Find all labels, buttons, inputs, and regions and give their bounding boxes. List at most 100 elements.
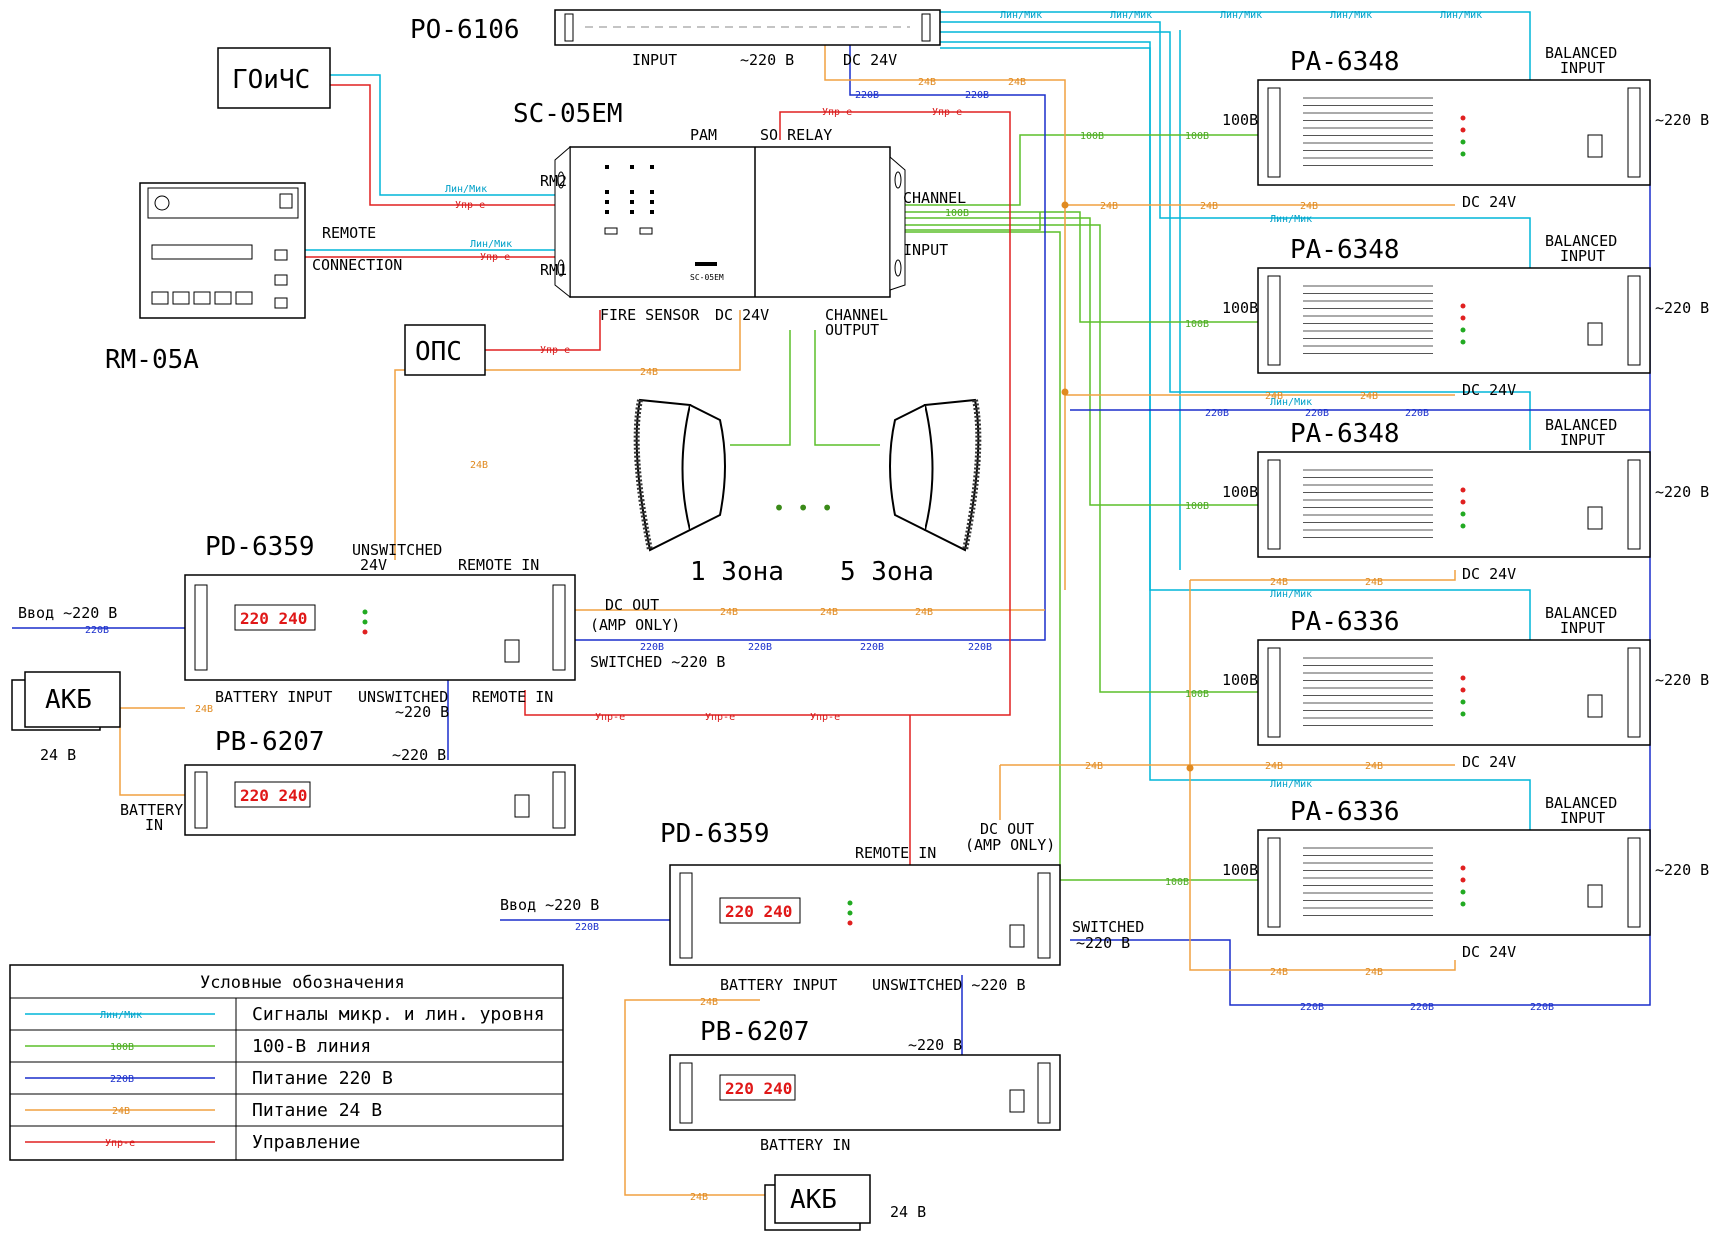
wire-label-power24: 24В	[1270, 967, 1288, 978]
amplifier-dc-port: DC 24V	[1462, 565, 1516, 583]
amplifier-led	[1460, 151, 1466, 157]
pd-6359-2-dc-out-port: DC OUT	[980, 820, 1034, 838]
amplifier-led	[1460, 127, 1466, 133]
akb-1-label: АКБ	[45, 685, 92, 715]
wire-label-line100: 100В	[1185, 689, 1209, 700]
line100-wires	[730, 134, 1260, 881]
pd-6359-1-unit[interactable]	[184, 574, 576, 681]
amplifier-led	[1460, 901, 1466, 907]
wire-label-power24: 24В	[915, 607, 933, 618]
pd-6359-2-battery-input-port: BATTERY INPUT	[720, 976, 837, 994]
amplifier-5[interactable]	[1257, 829, 1651, 936]
amplifier-handle-left	[1267, 647, 1281, 738]
pd-6359-2-unit[interactable]	[669, 864, 1061, 966]
wire-label-signal: Лин/Мик	[445, 184, 487, 195]
amplifier-handle-right	[1627, 275, 1641, 366]
po-6106-unit[interactable]	[554, 9, 941, 46]
legend-sample-line100: 100В	[110, 1042, 134, 1053]
amplifier-led	[1460, 865, 1466, 871]
control-wires	[305, 84, 1011, 865]
amplifier-title: PA-6336	[1290, 607, 1400, 637]
sc-05em-dc-port: DC 24V	[715, 306, 769, 324]
pd-6359-1-display: 220 240	[240, 609, 307, 628]
sc-05em-badge: SC-05EM	[690, 273, 724, 282]
pd-6359-2-amp-only-port: (AMP ONLY)	[965, 836, 1055, 854]
amplifier-title: PA-6348	[1290, 235, 1400, 265]
sc-05em-channel-port: CHANNEL	[903, 189, 966, 207]
rm-05a-unit[interactable]	[139, 182, 306, 319]
amplifier-led	[1460, 315, 1466, 321]
amplifier-2[interactable]	[1257, 267, 1651, 374]
wire-label-power220: 220В	[1305, 408, 1329, 419]
legend-text-power220: Питание 220 В	[252, 1068, 393, 1089]
akb-1-box[interactable]	[11, 671, 121, 731]
wire-label-power220: 220В	[855, 90, 879, 101]
wire-label-control: Упр-е	[822, 107, 852, 118]
wire-label-power24: 24В	[1265, 761, 1283, 772]
sc-05em-unit[interactable]	[554, 145, 906, 299]
wire-label-power220: 220В	[640, 642, 664, 653]
gochs-box[interactable]	[217, 47, 331, 109]
pd-6359-2-display: 220 240	[725, 902, 792, 921]
amplifier-led	[1460, 889, 1466, 895]
amplifier-1[interactable]	[1257, 79, 1651, 186]
akb-2-label: АКБ	[790, 1185, 837, 1215]
pd-6359-1-remote-in-port: REMOTE IN	[458, 556, 539, 574]
amplifier-handle-left	[1267, 275, 1281, 366]
amplifier-power-switch[interactable]	[1587, 322, 1603, 346]
amplifier-led	[1460, 523, 1466, 529]
akb-2-box[interactable]	[764, 1174, 871, 1231]
wire-label-power24: 24В	[1300, 201, 1318, 212]
amplifier-led	[1460, 675, 1466, 681]
legend-sample-signal: Лин/Мик	[100, 1010, 142, 1021]
legend-text-power24: Питание 24 В	[252, 1100, 382, 1121]
legend: Условные обозначения Лин/Мик Сигналы мик…	[9, 964, 564, 1161]
sc-05em-channel-output-port: CHANNEL	[825, 306, 888, 324]
speaker-zone1	[633, 398, 726, 552]
amplifier-balanced-port: BALANCED	[1545, 44, 1617, 62]
amplifier-dc-port: DC 24V	[1462, 381, 1516, 399]
amplifier-power-switch[interactable]	[1587, 506, 1603, 530]
pb-6207-1-ac-port: ~220 В	[392, 746, 446, 764]
wire-label-power24: 24В	[1270, 577, 1288, 588]
pb-6207-2-unit[interactable]	[669, 1054, 1061, 1131]
signal-wires	[305, 11, 1531, 830]
amplifier-handle-right	[1627, 647, 1641, 738]
amplifier-100v-port: 100В	[1222, 483, 1258, 501]
po-6106-input-port: INPUT	[632, 51, 677, 69]
legend-sample-control: Упр-е	[105, 1138, 135, 1149]
wire-label-power24: 24В	[700, 997, 718, 1008]
pd-6359-2-ac-port: ~220 В	[1076, 934, 1130, 952]
wire-label-signal: Лин/Мик	[1440, 10, 1482, 21]
wire-labels: Лин/Мик Лин/Мик Лин/Мик Лин/Мик Лин/Мик …	[85, 10, 1554, 1203]
amplifier-100v-port: 100В	[1222, 861, 1258, 879]
wire-label-line100: 100В	[1185, 501, 1209, 512]
amplifier-3[interactable]	[1257, 451, 1651, 558]
amplifier-chassis	[1257, 79, 1651, 186]
amplifier-handle-left	[1267, 87, 1281, 178]
amplifier-input-port: INPUT	[1560, 431, 1605, 449]
wire-label-power220: 220В	[85, 625, 109, 636]
sc-05em-rm1-port: RM1	[540, 261, 567, 279]
rm-05a-connection-port: CONNECTION	[312, 256, 402, 274]
pb-6207-1-unit[interactable]	[184, 764, 576, 836]
pd-6359-1-amp-only-port: (AMP ONLY)	[590, 616, 680, 634]
rm-05a-title: RM-05A	[105, 345, 199, 375]
amplifier-chassis	[1257, 829, 1651, 936]
amplifier-power-switch[interactable]	[1587, 694, 1603, 718]
wire-label-control: Упр-е	[932, 107, 962, 118]
amplifier-100v-port: 100В	[1222, 299, 1258, 317]
pb-6207-1-battery-port: BATTERY	[120, 801, 183, 819]
amplifier-dc-port: DC 24V	[1462, 943, 1516, 961]
amplifier-led	[1460, 699, 1466, 705]
wire-label-power24: 24В	[1365, 761, 1383, 772]
amplifier-power-switch[interactable]	[1587, 134, 1603, 158]
wire-label-power24: 24В	[1008, 77, 1026, 88]
ops-box[interactable]	[404, 324, 486, 376]
speaker-zone5	[889, 398, 982, 552]
wire-label-power24: 24В	[195, 704, 213, 715]
amplifier-power-switch[interactable]	[1587, 884, 1603, 908]
wire-label-power220: 220В	[1205, 408, 1229, 419]
amplifier-4[interactable]	[1257, 639, 1651, 746]
junction-dots	[1061, 201, 1194, 772]
